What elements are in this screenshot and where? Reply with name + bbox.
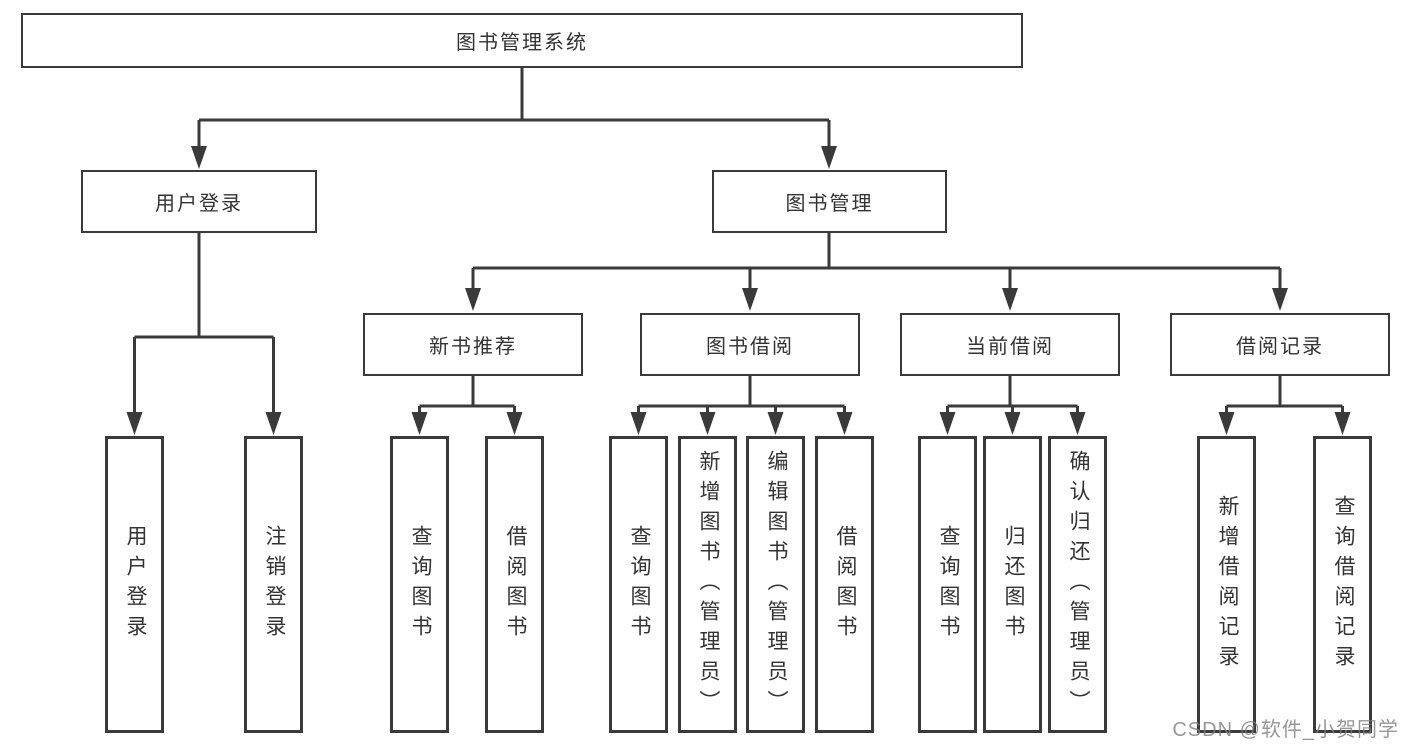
- arrow-icon: [265, 412, 282, 435]
- leaf-query-borrow-record: 查询借阅记录: [1313, 436, 1372, 733]
- connector-borrowing-to-leaves: [637, 376, 846, 416]
- arrow-icon: [821, 146, 837, 169]
- node-borrowing-records: 借阅记录: [1170, 313, 1390, 376]
- arrow-icon: [126, 412, 143, 435]
- leaf-add-borrow-record: 新增借阅记录: [1197, 436, 1256, 733]
- arrow-icon: [1272, 288, 1288, 311]
- node-user-login: 用户登录: [81, 170, 317, 233]
- arrow-icon: [836, 412, 853, 435]
- node-book-borrowing: 图书借阅: [640, 313, 860, 376]
- leaf-query-books-current: 查询图书: [918, 436, 977, 733]
- arrow-icon: [191, 146, 207, 169]
- connector-current-to-leaves: [946, 376, 1079, 416]
- leaf-query-books-borrowing: 查询图书: [609, 436, 668, 733]
- leaf-return-books: 归还图书: [983, 436, 1042, 733]
- node-library-system: 图书管理系统: [21, 13, 1023, 68]
- connector-records-to-leaves: [1225, 376, 1344, 416]
- arrow-icon: [939, 412, 956, 435]
- arrow-icon: [630, 412, 647, 435]
- arrowheads: [126, 146, 1351, 435]
- arrow-icon: [699, 412, 716, 435]
- arrow-icon: [411, 412, 428, 435]
- arrow-icon: [742, 288, 758, 311]
- leaf-confirm-return-admin: 确认归还（管理员）: [1048, 436, 1107, 733]
- connector-new-books-to-leaves: [418, 376, 516, 416]
- node-book-management: 图书管理: [712, 170, 947, 233]
- leaf-query-books-newbooks: 查询图书: [390, 436, 449, 733]
- arrow-icon: [767, 412, 784, 435]
- arrow-icon: [506, 412, 523, 435]
- leaf-logout: 注销登录: [244, 436, 303, 733]
- connector-root-to-level2: [197, 68, 831, 150]
- node-new-book-recommend: 新书推荐: [363, 313, 583, 376]
- connector-book-management-to-level3: [471, 233, 1282, 292]
- leaf-add-book-admin: 新增图书（管理员）: [678, 436, 737, 733]
- arrow-icon: [465, 288, 481, 311]
- leaf-borrow-books-newbooks: 借阅图书: [485, 436, 544, 733]
- node-current-borrowing: 当前借阅: [900, 313, 1120, 376]
- arrow-icon: [1069, 412, 1086, 435]
- arrow-icon: [1218, 412, 1235, 435]
- arrow-icon: [1002, 288, 1018, 311]
- arrow-icon: [1004, 412, 1021, 435]
- leaf-user-login: 用户登录: [105, 436, 164, 733]
- arrow-icon: [1334, 412, 1351, 435]
- leaf-borrow-books-borrowing: 借阅图书: [815, 436, 874, 733]
- csdn-watermark: CSDN @软件_小贺同学: [1172, 719, 1399, 741]
- leaf-edit-book-admin: 编辑图书（管理员）: [746, 436, 805, 733]
- connector-user-login-to-leaves: [133, 233, 275, 416]
